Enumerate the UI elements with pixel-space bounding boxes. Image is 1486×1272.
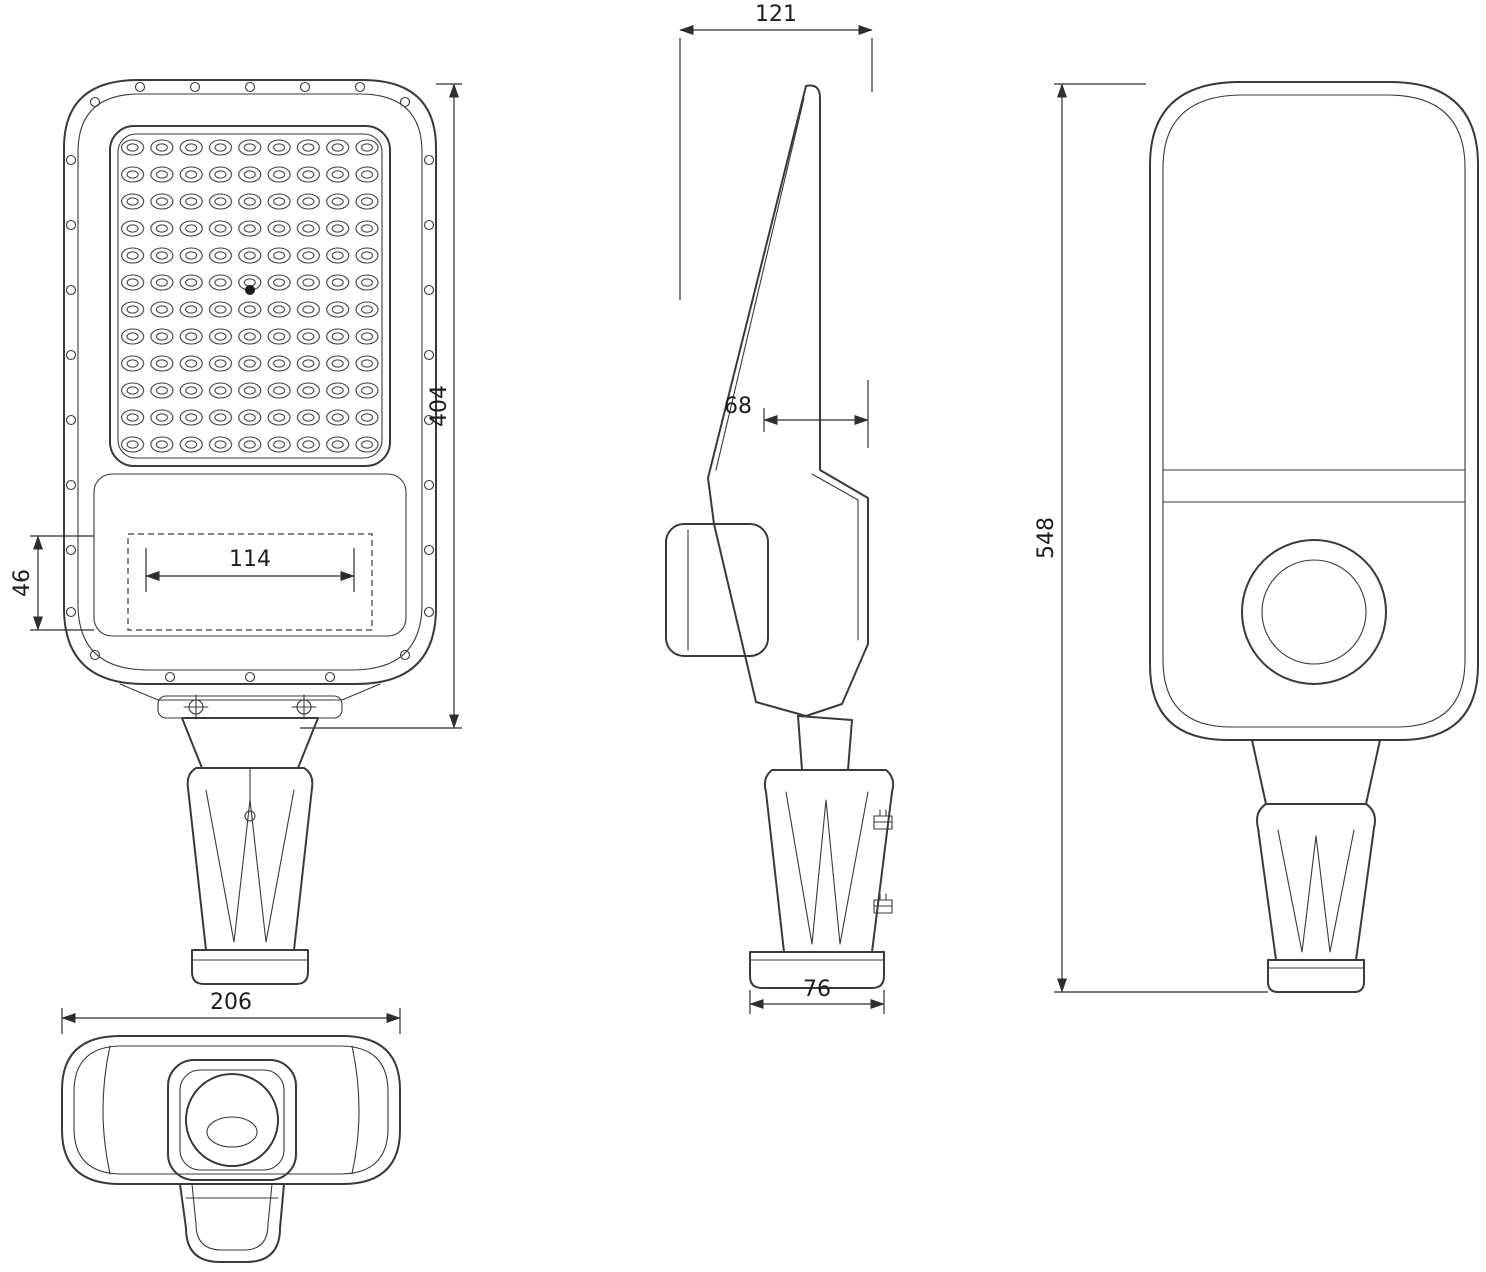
side-neck xyxy=(797,715,853,771)
back-base-flange xyxy=(1267,959,1365,993)
side-pole-cup xyxy=(763,769,895,953)
front-screws xyxy=(65,81,435,683)
dim-bottom-overall-width: 206 xyxy=(61,990,401,1034)
bottom-spigot-circle xyxy=(185,1073,279,1167)
dim-label-46: 46 xyxy=(10,569,35,597)
dim-label-68: 68 xyxy=(724,394,752,419)
back-knob-outer xyxy=(1241,539,1387,685)
back-neck xyxy=(1251,739,1381,805)
front-neck xyxy=(181,717,319,769)
driver-compartment xyxy=(93,473,407,637)
photocell-hole xyxy=(245,285,255,295)
dim-front-window-height: 46 xyxy=(10,535,94,631)
bottom-body-outline xyxy=(61,1035,401,1185)
bottom-cup-outline xyxy=(179,1183,285,1263)
side-cup-ribs xyxy=(785,791,869,945)
bottom-bracket-outer xyxy=(167,1059,297,1181)
dim-label-404: 404 xyxy=(427,385,452,427)
side-photocell-knob xyxy=(665,523,769,657)
front-view: 404 114 46 xyxy=(10,79,462,985)
back-pole-cup xyxy=(1256,803,1376,961)
dim-label-548: 548 xyxy=(1034,517,1059,559)
dim-front-overall-height: 404 xyxy=(300,83,462,729)
bottom-view: 206 xyxy=(61,990,401,1263)
led-array xyxy=(118,134,382,458)
dim-side-base-depth: 76 xyxy=(749,977,885,1014)
bottom-wing-right xyxy=(351,1045,360,1175)
bottom-body-inner xyxy=(73,1045,389,1175)
front-cup-hole xyxy=(244,810,256,822)
dim-label-76: 76 xyxy=(803,977,831,1002)
bottom-bracket-inner xyxy=(179,1069,285,1171)
back-housing-outline xyxy=(1149,81,1479,741)
bottom-wing-left xyxy=(102,1045,111,1175)
side-head-outline xyxy=(707,84,869,717)
front-housing-outline xyxy=(63,79,437,685)
dim-back-overall-height: 548 xyxy=(1034,83,1268,993)
dim-side-overall-depth: 121 xyxy=(679,2,873,300)
side-base-flange xyxy=(749,951,885,989)
dim-label-121: 121 xyxy=(755,2,797,27)
side-clamp-bolts xyxy=(873,809,893,914)
dim-side-head-depth: 68 xyxy=(724,380,869,448)
side-view: 121 68 76 xyxy=(665,2,895,1014)
bottom-spigot-detail xyxy=(206,1116,258,1148)
hinge-pivots xyxy=(183,694,317,720)
back-knob-inner xyxy=(1261,559,1367,665)
dim-label-114: 114 xyxy=(229,547,271,572)
back-housing-inner xyxy=(1162,94,1466,728)
hinge-transition xyxy=(119,683,381,701)
front-base-flange xyxy=(191,949,309,985)
led-panel-outline xyxy=(109,125,391,467)
dim-label-206: 206 xyxy=(210,990,252,1015)
side-head-inner-back xyxy=(811,473,859,641)
back-cup-ribs xyxy=(1277,829,1355,953)
front-cup-ribs xyxy=(205,789,295,943)
bottom-cup-inner xyxy=(191,1183,273,1251)
back-view: 548 xyxy=(1034,81,1479,993)
label-window-dashed xyxy=(127,533,373,631)
side-head-inner-edge xyxy=(715,97,805,471)
front-housing-inner-outline xyxy=(77,93,423,671)
dim-front-window-width: 114 xyxy=(145,547,355,592)
